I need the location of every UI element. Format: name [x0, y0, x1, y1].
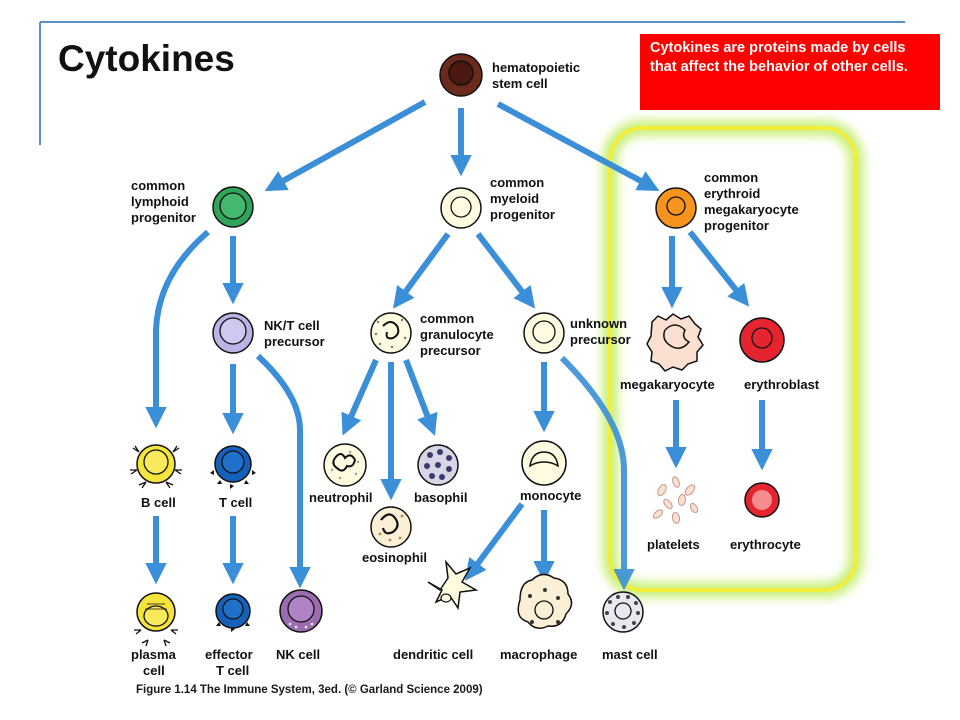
lineage-arrows: [145, 99, 773, 591]
label-macrophage: macrophage: [500, 647, 577, 662]
label-erythrocyte: erythrocyte: [730, 537, 801, 552]
myeloid-progenitor-cell: [440, 187, 482, 229]
megakaryocyte-cell: [646, 313, 704, 372]
arrow-unknown-mastcell: [559, 355, 635, 591]
label-b-cell: B cell: [141, 495, 176, 510]
label-t-cell: T cell: [219, 495, 252, 510]
label-plasma-cell: plasma cell: [131, 647, 179, 678]
label-erythroblast: erythroblast: [744, 377, 820, 392]
label-dendritic-cell: dendritic cell: [393, 647, 473, 662]
label-megakaryocyte: megakaryocyte: [620, 377, 715, 392]
arrow-monocyte-dendritic: [464, 502, 525, 581]
erythroid-highlight-box: [602, 120, 864, 598]
label-mast-cell: mast cell: [602, 647, 658, 662]
nk-cell: [279, 589, 323, 633]
eosinophil-cell: [370, 506, 412, 548]
erythrocyte-cell: [744, 482, 780, 518]
macrophage-cell: [517, 573, 573, 629]
b-cell: [130, 444, 182, 489]
arrow-myeloid-unknown: [475, 232, 536, 309]
nkt-precursor-cell: [212, 312, 254, 354]
granulocyte-precursor-cell: [370, 312, 412, 354]
label-eosinophil: eosinophil: [362, 550, 427, 565]
monocyte-cell: [521, 440, 567, 486]
label-effector-t-cell: effector T cell: [205, 647, 256, 678]
slide-frame: [39, 21, 905, 145]
label-neutrophil: neutrophil: [309, 490, 373, 505]
t-cell: [210, 445, 256, 489]
erythroblast-cell: [739, 317, 785, 363]
arrow-stem-erythroid: [496, 101, 660, 191]
arrow-erythroid-erythroblast: [687, 230, 750, 307]
label-monocyte: monocyte: [520, 488, 581, 503]
label-myeloid-progenitor: common myeloid progenitor: [490, 175, 555, 222]
arrow-granulocyte-neutrophil: [341, 358, 379, 436]
definition-callout: Cytokines are proteins made by cells tha…: [640, 34, 940, 110]
arrow-myeloid-granulocyte: [393, 232, 451, 309]
effector-t-cell: [215, 593, 251, 632]
label-nkt-precursor: NK/T cell precursor: [264, 318, 325, 349]
arrow-stem-lymphoid: [264, 99, 427, 192]
erythroid-progenitor-cell: [655, 187, 697, 229]
label-platelets: platelets: [647, 537, 700, 552]
mast-cell: [602, 591, 644, 633]
arrow-granulocyte-basophil: [403, 358, 438, 436]
unknown-precursor-cell: [523, 312, 565, 354]
arrow-lymphoid-bcell: [145, 229, 210, 429]
label-lymphoid-progenitor: common lymphoid progenitor: [131, 178, 196, 225]
lymphoid-progenitor-cell: [212, 186, 254, 228]
slide-title: Cytokines: [58, 38, 235, 79]
label-nk-cell: NK cell: [276, 647, 320, 662]
basophil-cell: [417, 444, 459, 486]
label-granulocyte-precursor: common granulocyte precursor: [420, 311, 497, 358]
neutrophil-cell: [323, 443, 367, 487]
label-unknown-precursor: unknown precursor: [570, 316, 631, 347]
figure-caption: Figure 1.14 The Immune System, 3ed. (© G…: [136, 684, 483, 696]
plasma-cell: [134, 592, 178, 647]
label-hematopoietic-stem-cell: hematopoietic stem cell: [492, 60, 584, 91]
arrow-nkt-nkcell: [255, 353, 311, 589]
hematopoietic-stem-cell: [439, 53, 483, 97]
label-erythroid-progenitor: common erythroid megakaryocyte progenito…: [704, 170, 802, 233]
dendritic-cell: [427, 559, 479, 611]
label-basophil: basophil: [414, 490, 467, 505]
platelets-group: [652, 476, 699, 524]
